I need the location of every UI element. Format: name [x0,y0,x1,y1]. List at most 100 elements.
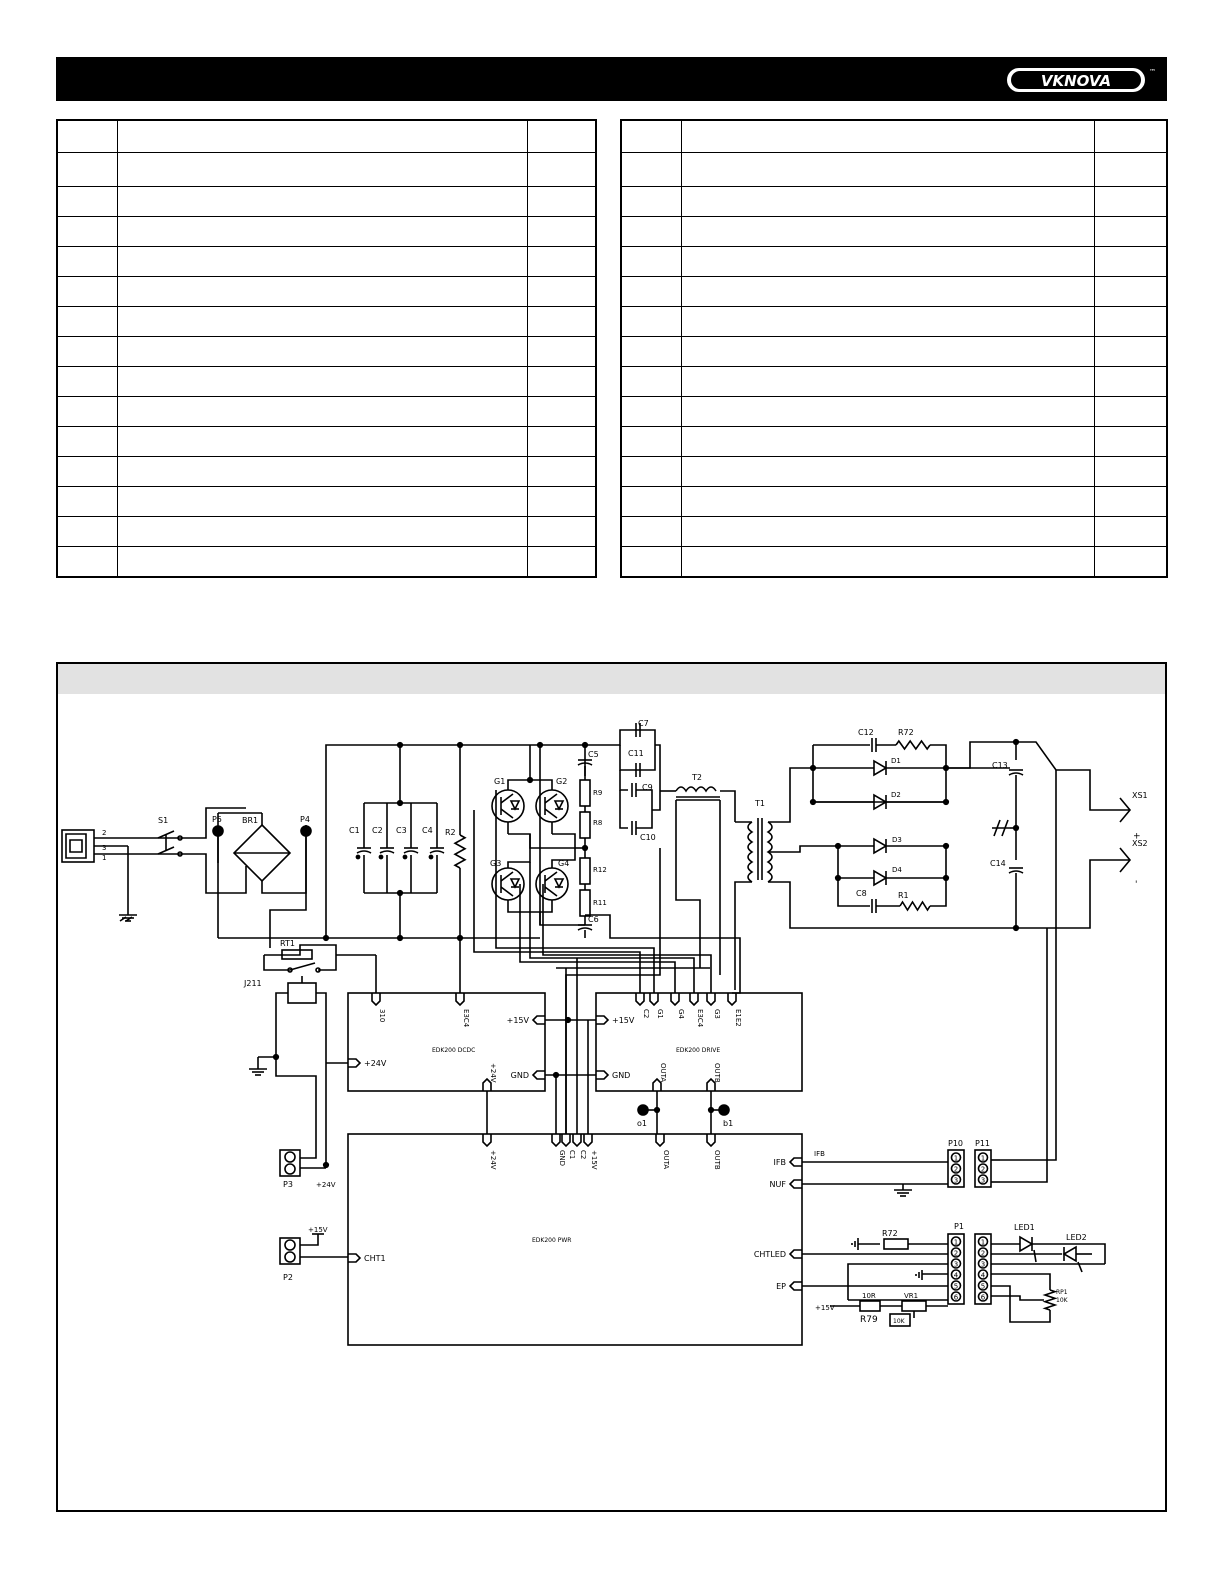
igbt-g3 [509,878,521,889]
table-cell [681,516,1096,547]
wire [325,744,541,938]
module-pin [727,993,737,1007]
pin-label: GND [558,1150,566,1166]
diode-icon [873,837,888,855]
wire [1000,770,1057,1161]
resistor-r72 [883,1238,909,1250]
table-cell [620,426,683,457]
junction-dot [272,1053,280,1061]
pin-label: OUTA [662,1150,670,1169]
terminal-p10 [947,1149,965,1188]
pin-label: 310 [378,1009,386,1022]
schematic-label: +24V [316,1181,336,1189]
table-cell [681,276,1096,307]
table-cell [681,366,1096,397]
pin-number: 5 [954,1283,958,1291]
wire [837,846,874,879]
schematic-label: D2 [891,791,901,799]
output-arrow-xs1 [1119,797,1132,823]
table-cell [1094,306,1168,337]
header-bar: VKNOVA ™ [56,57,1167,101]
wire [507,833,531,868]
module-pin [348,1253,362,1263]
table-cell [56,336,118,367]
pin-label: +15V [507,1016,530,1025]
wire [619,770,628,791]
pin-label: C2 [642,1009,650,1018]
wire [991,1285,1051,1323]
module-pin [371,993,381,1007]
terminal-p11 [974,1149,992,1188]
terminal-p1 [947,1233,965,1305]
table-cell [620,516,683,547]
schematic-label: C12 [858,728,874,737]
test-point-b1 [718,1104,730,1116]
trademark-mark: ™ [1149,68,1155,76]
module-pin [596,1070,610,1080]
terminal-p1-pin [950,1291,962,1302]
pin-label: +24V [489,1150,497,1170]
resistor-r1 [899,900,931,912]
table-cell [681,546,1096,578]
schematic-label: LED1 [1014,1223,1035,1232]
pin-number: 3 [954,1261,958,1269]
terminal-p11-pin [977,1174,989,1185]
module-pin [655,1134,665,1148]
schematic-label: EDK200 PWR [532,1237,571,1244]
table-cell [116,276,529,307]
igbt-g1 [500,808,514,819]
resistor-r11 [579,857,591,885]
relay-j211 [287,982,317,1004]
pin-number: 2 [981,1166,985,1174]
module-pin [572,1134,582,1148]
table-cell [681,306,1096,337]
table-row [620,246,1168,277]
module-pin [531,1015,545,1025]
wire [1032,1243,1106,1264]
table-row [56,546,597,578]
schematic-label: 10K [893,1318,906,1325]
schematic-label: C4 [422,826,433,835]
igbt-g2 [553,800,565,811]
table-cell [1094,336,1168,367]
table-cell [116,306,529,337]
wire [565,848,661,1134]
wire [473,810,641,993]
table-cell [116,456,529,487]
wire [675,800,701,968]
junction-dot [809,798,817,806]
capacitor-c14 [1008,870,1024,874]
igbt-g1 [491,789,525,823]
pin-label: +15V [612,1016,635,1025]
schematic-label: C6 [588,915,599,924]
schematic-label: 2 [102,829,106,837]
wire [585,729,656,746]
schematic-label: +15V [815,1304,835,1312]
module-pin [788,1179,802,1189]
igbt-g3 [500,886,514,897]
igbt-g2 [544,793,558,804]
pin-label: GND [511,1071,529,1080]
junction-dot [942,842,950,850]
table-cell [56,152,118,187]
terminal-p2-pin [284,1239,296,1251]
test-point-o1 [637,1104,649,1116]
schematic-label: T2 [691,773,702,782]
table-cell [620,276,683,307]
resistor-r2 [453,834,467,869]
terminal-p1-mate-pin [977,1269,989,1280]
schematic-label: G4 [558,859,569,868]
pin-number: 6 [981,1294,986,1302]
table-cell [1094,486,1168,517]
module-pin [706,993,716,1007]
terminal-p2 [279,1237,301,1265]
pin-number: 4 [981,1272,986,1280]
table-cell [56,456,118,487]
schematic-label: C11 [628,749,644,758]
pin-label: IFB [774,1158,786,1167]
table-cell [681,246,1096,277]
schematic-label: XS1 [1132,791,1148,800]
table-cell [527,336,597,367]
schematic-label: R11 [593,899,607,907]
igbt-g1 [509,800,521,811]
